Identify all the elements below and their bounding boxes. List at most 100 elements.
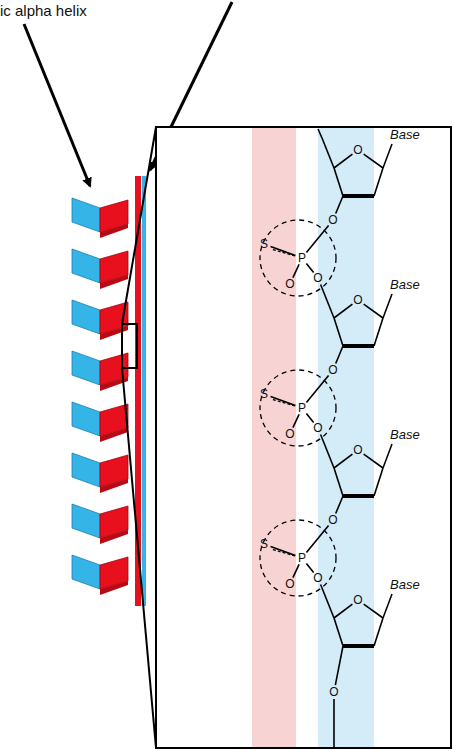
chemical-bond (334, 618, 343, 646)
chemical-bond (383, 444, 392, 468)
atom-symbol: O (328, 514, 337, 526)
atom-symbol: O (285, 578, 294, 590)
helix-face (100, 326, 128, 340)
helix-face (100, 581, 128, 595)
base-label: Base (390, 128, 420, 141)
helix-face (100, 275, 128, 289)
chemical-bond (383, 594, 392, 618)
atom-symbol: O (328, 214, 337, 226)
wedge-bond (343, 644, 374, 648)
phosphorothioate-circle (260, 220, 336, 296)
zoom-line (122, 368, 156, 748)
atom-symbol: O (353, 144, 362, 156)
chemical-bond (271, 399, 295, 406)
chemical-bond (343, 195, 374, 197)
chemical-bond (271, 249, 295, 256)
chemical-bond (374, 168, 383, 196)
atom-symbol: O (353, 444, 362, 456)
atom-symbol: O (328, 364, 337, 376)
helix-face (72, 300, 100, 334)
chemical-bond (343, 495, 374, 497)
chemical-bond (334, 468, 343, 496)
helix-face (100, 428, 128, 442)
atom-symbol: O (313, 272, 322, 284)
figure-label: ic alpha helix (0, 3, 87, 18)
chemical-bond (271, 549, 295, 556)
helix-face (72, 402, 100, 436)
chemical-bond (364, 454, 383, 468)
wedge-bond (343, 194, 374, 198)
chemical-bond (322, 438, 334, 468)
atom-symbol: S (260, 538, 268, 550)
chemical-bond (306, 413, 313, 422)
atom-symbol: O (285, 278, 294, 290)
chemical-bond (343, 345, 374, 347)
atom-symbol: P (298, 252, 306, 264)
hydrophilic-band (318, 128, 374, 747)
wedge-bond (343, 344, 374, 348)
atom-symbol: O (353, 294, 362, 306)
helix-face (72, 351, 100, 385)
chemical-bond (306, 525, 328, 552)
helix-face (100, 479, 128, 493)
chemical-bond (336, 496, 343, 514)
chemical-bond (306, 375, 328, 402)
zoom-line (122, 127, 156, 324)
chemical-bond (306, 225, 328, 252)
atom-symbol: O (313, 572, 322, 584)
atom-symbol: O (313, 422, 322, 434)
chemical-bond (271, 396, 296, 405)
chemical-bond (334, 454, 352, 468)
helix-face (100, 224, 128, 238)
chemical-bond (271, 246, 296, 255)
base-label: Base (390, 578, 420, 591)
helix-face (72, 198, 100, 232)
helix-face (72, 555, 100, 589)
alpha-helix (72, 198, 128, 595)
atom-symbol: O (329, 686, 338, 698)
chemical-bond (322, 138, 334, 168)
pointer-arrow (24, 24, 90, 186)
zoom-panel (156, 127, 451, 748)
atom-symbol: P (298, 552, 306, 564)
atom-symbol: S (260, 238, 268, 250)
chemical-bond (322, 588, 334, 618)
atom-symbol: O (353, 594, 362, 606)
chemical-bond (333, 699, 335, 747)
chemical-bond (383, 144, 392, 168)
chemical-bond (374, 618, 383, 646)
chemical-bond (335, 646, 343, 685)
chemical-bond (383, 294, 392, 318)
chemical-bond (306, 263, 313, 272)
helix-face (72, 453, 100, 487)
chemical-bond (318, 129, 322, 138)
chemical-bond (321, 284, 322, 288)
chemical-bond (374, 468, 383, 496)
atom-symbol: S (260, 388, 268, 400)
atom-symbol: P (298, 402, 306, 414)
chemical-bond (271, 546, 296, 555)
chemical-bond (364, 304, 383, 318)
base-label: Base (390, 278, 420, 291)
chemical-bond (334, 318, 343, 346)
chemical-bond (293, 564, 299, 577)
helix-face (72, 249, 100, 283)
phosphorothioate-circle (260, 520, 336, 596)
chemical-bond (293, 414, 299, 427)
hydrophilic-strip (142, 176, 146, 606)
chemical-bond (364, 154, 383, 168)
base-label: Base (390, 428, 420, 441)
chemical-bond (343, 645, 374, 647)
oligonucleotide-backbone (260, 129, 392, 747)
chemical-bond (336, 346, 343, 364)
wedge-bond (343, 494, 374, 498)
helix-face (72, 504, 100, 538)
chemical-bond (334, 154, 352, 168)
phosphorothioate-circle (260, 370, 336, 446)
chemical-bond (321, 434, 322, 438)
helix-face (100, 530, 128, 544)
zoom-box (122, 324, 137, 368)
chemical-bond (364, 604, 383, 618)
chemical-bond (334, 168, 343, 196)
